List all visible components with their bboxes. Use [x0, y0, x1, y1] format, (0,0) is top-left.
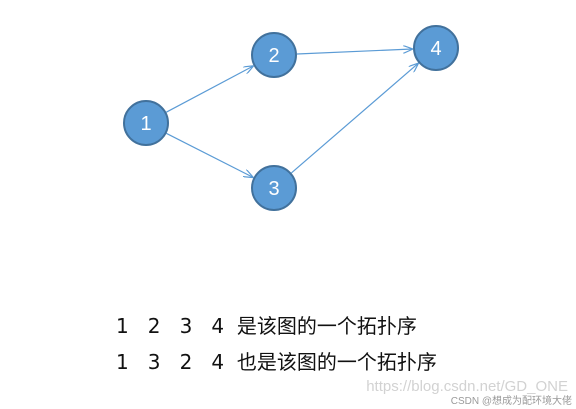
node-3: 3	[251, 165, 297, 211]
topological-order-caption-1: 1 2 3 4 是该图的一个拓扑序	[116, 314, 417, 338]
node-1-label: 1	[140, 113, 151, 135]
topological-order-caption-2: 1 3 2 4 也是该图的一个拓扑序	[116, 350, 437, 374]
edge-1-to-2	[166, 66, 252, 113]
node-4-label: 4	[430, 38, 441, 60]
node-2-label: 2	[268, 45, 279, 67]
node-1: 1	[123, 100, 169, 146]
watermark-author: CSDN @想成为配环境大佬	[450, 396, 572, 407]
watermark-url: https://blog.csdn.net/GD_ONE	[366, 378, 568, 395]
edges-layer	[166, 49, 418, 177]
node-1-circle	[123, 100, 169, 146]
node-3-circle	[251, 165, 297, 211]
node-2-circle	[251, 32, 297, 78]
node-2: 2	[251, 32, 297, 78]
node-4-circle	[413, 25, 459, 71]
edge-3-to-4	[291, 64, 417, 174]
nodes-layer: 1 2 3 4	[123, 25, 459, 211]
edge-2-to-4	[296, 49, 412, 55]
node-3-label: 3	[268, 178, 279, 200]
node-4: 4	[413, 25, 459, 71]
edge-1-to-3	[166, 132, 253, 177]
